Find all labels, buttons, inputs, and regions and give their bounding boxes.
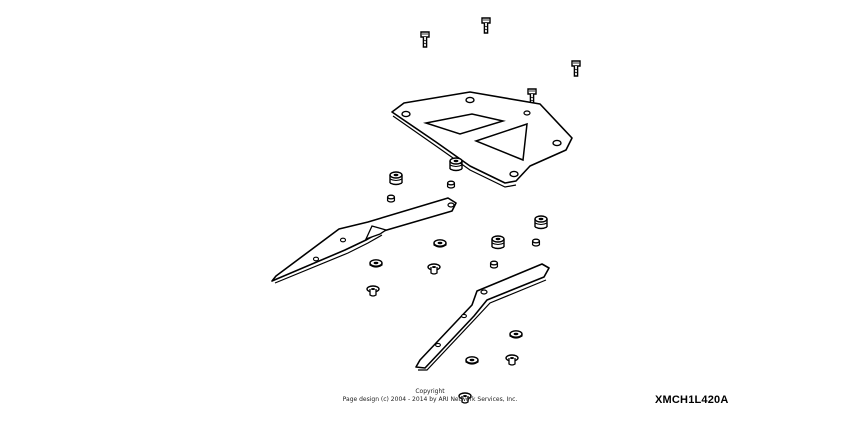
nut-4: [465, 356, 479, 365]
left-side-stay: [271, 197, 457, 284]
copyright-line-1: Copyright: [415, 388, 445, 395]
collar-2: [446, 180, 456, 189]
collar-4: [489, 260, 499, 269]
collar-1: [386, 194, 396, 203]
grommet-4: [491, 235, 505, 250]
copyright-notice: Copyright Page design (c) 2004 - 2014 by…: [300, 388, 560, 404]
grommet-2: [449, 157, 463, 172]
nut-3: [509, 330, 523, 339]
upper-bracket-plate: [391, 91, 573, 188]
flange-nut-3: [505, 354, 519, 366]
right-side-stay: [415, 263, 550, 371]
screw-3: [571, 60, 581, 77]
grommet-3: [534, 215, 548, 230]
flange-nut-1: [427, 263, 441, 275]
nut-2: [369, 259, 383, 268]
flange-nut-2: [366, 285, 380, 297]
copyright-line-2: Page design (c) 2004 - 2014 by ARI Netwo…: [342, 396, 518, 403]
collar-3: [531, 238, 541, 247]
nut-1: [433, 239, 447, 248]
grommet-1: [389, 171, 403, 186]
figure-code: XMCH1L420A: [655, 394, 729, 406]
screw-2: [481, 17, 491, 34]
screw-1: [420, 31, 430, 48]
